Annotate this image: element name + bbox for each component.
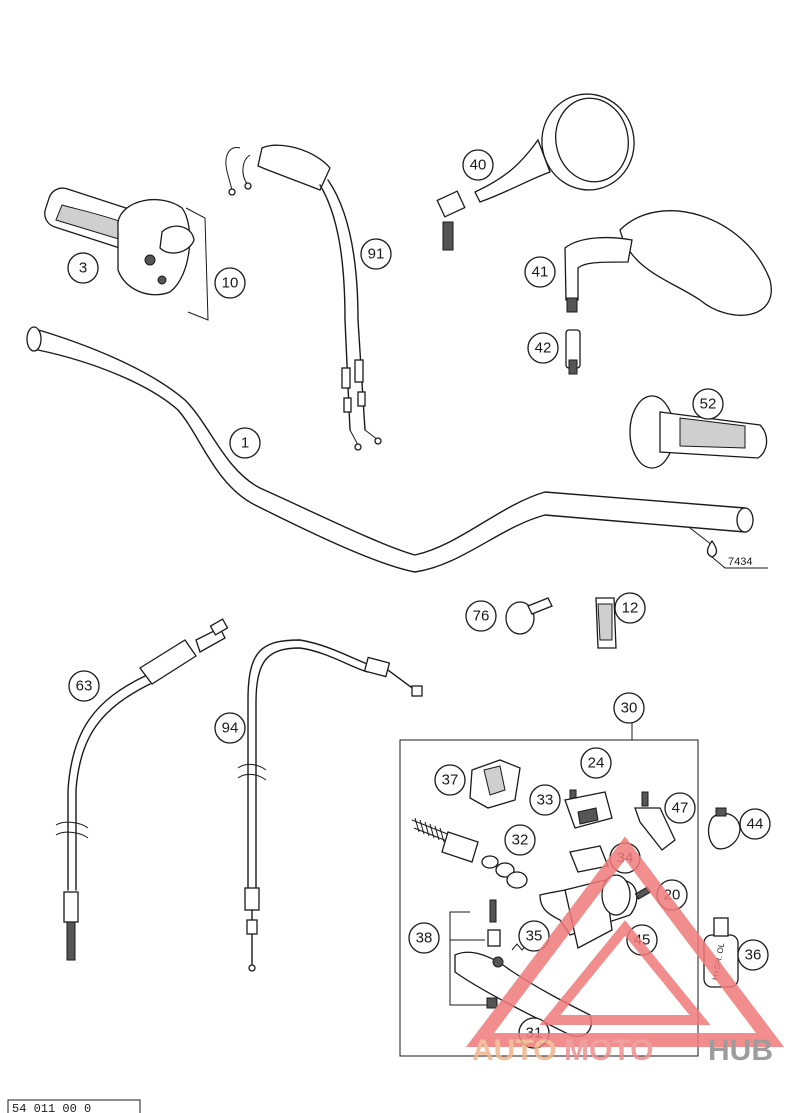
svg-text:38: 38	[416, 930, 433, 947]
svg-text:47: 47	[672, 800, 689, 817]
svg-text:63: 63	[76, 678, 93, 695]
svg-text:30: 30	[621, 700, 638, 717]
callout-3: 3	[67, 252, 99, 284]
svg-text:94: 94	[222, 720, 239, 737]
callout-35: 35	[518, 920, 550, 952]
callout-94: 94	[214, 712, 246, 744]
svg-text:35: 35	[526, 928, 543, 945]
svg-text:40: 40	[470, 157, 487, 174]
callout-32: 32	[504, 824, 536, 856]
callout-42: 42	[527, 332, 559, 364]
callout-38: 38	[408, 922, 440, 954]
svg-text:42: 42	[535, 340, 552, 357]
watermark-hub: HUB	[708, 1034, 773, 1067]
mirror-clamp	[707, 807, 741, 850]
svg-text:33: 33	[537, 792, 554, 809]
callout-47: 47	[664, 792, 696, 824]
callout-1: 1	[229, 427, 261, 459]
automotohub-watermark: AUTO MOTO HUB	[465, 836, 785, 1067]
callout-41: 41	[524, 256, 556, 288]
svg-text:91: 91	[368, 246, 385, 263]
svg-text:24: 24	[588, 755, 605, 772]
svg-text:52: 52	[700, 396, 717, 413]
mirror-oval	[564, 210, 772, 375]
svg-text:12: 12	[622, 600, 639, 617]
callout-37: 37	[434, 764, 466, 796]
mirror-round	[436, 93, 635, 251]
svg-text:32: 32	[512, 832, 529, 849]
cable-tie	[505, 597, 553, 635]
grease-tube	[595, 597, 617, 649]
svg-text:37: 37	[442, 772, 459, 789]
watermark-auto: AUTO	[472, 1034, 556, 1067]
svg-text:1: 1	[241, 435, 249, 452]
callout-30: 30	[613, 692, 645, 724]
svg-text:54 011 00 0: 54 011 00 0	[12, 1102, 91, 1113]
callout-10: 10	[214, 267, 246, 299]
svg-text:10: 10	[222, 275, 239, 292]
page-code: 54 011 00 0	[7, 1099, 141, 1113]
throttle-grip-assembly	[44, 187, 209, 321]
callout-33: 33	[529, 784, 561, 816]
svg-text:76: 76	[473, 608, 490, 625]
svg-text:41: 41	[532, 264, 549, 281]
throttle-cables	[225, 144, 382, 451]
callout-36: 36	[737, 939, 769, 971]
callout-63: 63	[68, 670, 100, 702]
svg-text:3: 3	[79, 260, 87, 277]
callout-44: 44	[739, 808, 771, 840]
callout-24: 24	[580, 747, 612, 779]
callout-40: 40	[462, 149, 494, 181]
callout-76: 76	[465, 600, 497, 632]
svg-text:36: 36	[745, 947, 762, 964]
callout-91: 91	[360, 238, 392, 270]
callout-12: 12	[614, 592, 646, 624]
speedometer-cable	[55, 618, 229, 961]
right-grip	[629, 395, 768, 469]
svg-text:44: 44	[747, 816, 764, 833]
clutch-cable	[237, 639, 423, 972]
watermark-moto: MOTO	[564, 1034, 653, 1067]
handlebar-tube: 7434	[26, 326, 768, 573]
ref-7434: 7434	[728, 556, 752, 568]
callout-52: 52	[692, 388, 724, 420]
